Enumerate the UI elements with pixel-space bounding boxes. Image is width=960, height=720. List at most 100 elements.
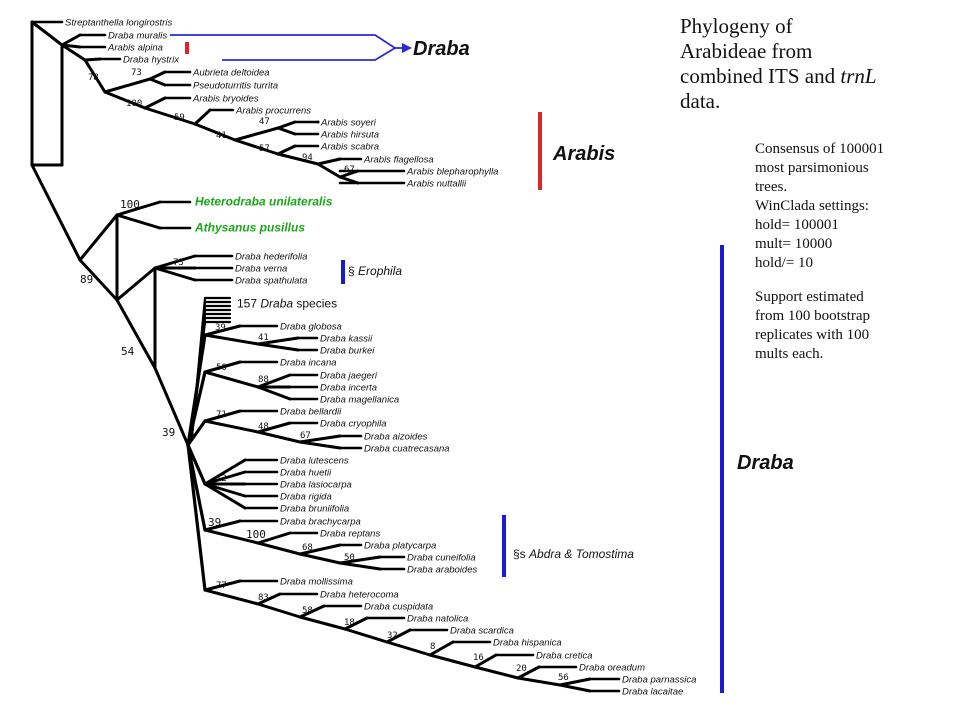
branch <box>153 366 190 447</box>
branch <box>115 298 157 370</box>
taxon-label-draba_aizoides: Draba aizoides <box>364 432 428 443</box>
taxon-label-arabis_hirsuta: Arabis hirsuta <box>320 130 379 141</box>
taxon-label-draba_lasiocarpa: Draba lasiocarpa <box>280 480 352 491</box>
taxon-label-draba_lutescens: Draba lutescens <box>280 456 349 467</box>
taxon-label-draba_reptans: Draba reptans <box>320 529 380 540</box>
branch <box>193 122 237 142</box>
method-notes: Consensus of 100001 most parsimonious tr… <box>755 140 955 364</box>
taxon-label-arabis_flagellosa: Arabis flagellosa <box>363 155 434 166</box>
branch <box>203 482 247 510</box>
branch <box>298 615 347 631</box>
taxon-label-draba_lacaitae: Draba lacaitae <box>622 687 683 698</box>
taxon-label-arabis_soyeri: Arabis soyeri <box>320 118 377 129</box>
branch <box>316 157 342 166</box>
title-line-2: Arabideae from <box>680 39 813 63</box>
branch <box>298 434 342 444</box>
taxon-label-draba_mollissima: Draba mollissima <box>280 577 353 588</box>
branch <box>83 57 102 62</box>
erophila-section-label: § Erophila <box>348 264 402 278</box>
support-n83: 83 <box>258 593 269 603</box>
support-n48: 48 <box>258 422 269 432</box>
taxon-label-draba_hystrix: Draba hystrix <box>123 55 180 66</box>
support-n100c: 100 <box>246 528 266 541</box>
taxon-label-draba_spathulata: Draba spathulata <box>235 276 307 287</box>
support-n68: 68 <box>302 543 313 553</box>
branch <box>343 616 369 631</box>
support-n73b: 73 <box>173 258 184 268</box>
taxon-label-draba_globosa: Draba globosa <box>280 322 342 333</box>
support-n94: 94 <box>302 153 313 163</box>
branch <box>203 333 260 346</box>
branch <box>203 482 247 498</box>
branch <box>203 419 260 434</box>
abdra-prefix: §s <box>513 547 530 561</box>
abdra-blue-bar <box>502 515 506 577</box>
support-n32: 32 <box>387 631 398 641</box>
support-n100b: 100 <box>120 198 140 211</box>
branch <box>298 552 342 565</box>
branch <box>203 588 260 606</box>
branch <box>256 592 282 606</box>
draba-clade-label: Draba <box>737 452 794 474</box>
taxon-label-draba_natolica: Draba natolica <box>407 614 468 625</box>
taxon-label-draba_rigida: Draba rigida <box>280 492 332 503</box>
support-n41a: 41 <box>216 131 227 141</box>
support-n12: 12 <box>216 474 227 484</box>
tree-branches <box>30 20 621 693</box>
branch <box>276 126 297 136</box>
abdra-name: Abdra & Tomostima <box>529 547 634 561</box>
branch <box>233 138 280 156</box>
support-n39c: 39 <box>208 516 221 529</box>
support-n39b: 39 <box>162 426 175 439</box>
branch <box>148 77 167 87</box>
figure-title: Phylogeny of Arabideae from combined ITS… <box>680 14 955 114</box>
taxon-label-draba_platycarpa: Draba platycarpa <box>364 541 436 552</box>
note-support-3: replicates with 100 <box>755 327 870 343</box>
branch <box>203 360 242 374</box>
branch <box>558 683 592 693</box>
taxon-label-draba_hispanica: Draba hispanica <box>493 638 562 649</box>
support-n56: 56 <box>558 673 569 683</box>
support-n89: 89 <box>80 273 93 286</box>
branch <box>60 33 82 47</box>
taxon-label-draba_muralis: Draba muralis <box>108 31 167 42</box>
support-n100a: 100 <box>126 99 142 109</box>
branch <box>276 152 320 166</box>
support-n50a: 50 <box>216 363 227 373</box>
branch <box>103 77 152 94</box>
branch <box>203 519 242 532</box>
support-n73a: 73 <box>131 68 142 78</box>
support-n50b: 50 <box>344 553 355 563</box>
taxon-label-draba_incerta: Draba incerta <box>320 383 377 394</box>
branch <box>298 543 342 556</box>
branch <box>193 108 212 126</box>
taxon-label-draba_burkei: Draba burkei <box>320 346 375 357</box>
taxon-label-species157: 157 Draba species <box>237 297 337 311</box>
support-n88: 88 <box>258 375 269 385</box>
taxon-label-draba_cuspidata: Draba cuspidata <box>364 602 433 613</box>
branch <box>30 20 64 47</box>
branch <box>298 440 342 450</box>
note-hold: hold= 100001 <box>755 217 839 233</box>
taxon-label-draba_bruniifolia: Draba bruniifolia <box>280 504 349 515</box>
taxon-label-draba_araboides: Draba araboides <box>407 565 477 576</box>
support-n39a: 39 <box>215 323 226 333</box>
title-trnl: trnL <box>840 64 877 88</box>
draba-arrow-path <box>170 34 397 61</box>
taxon-label-arabis_bryoides: Arabis bryoides <box>192 94 259 105</box>
branch <box>103 90 147 110</box>
branch <box>256 342 300 352</box>
support-n41b: 41 <box>258 333 269 343</box>
taxon-label-draba_incana: Draba incana <box>280 358 337 369</box>
support-n8: 8 <box>430 642 435 652</box>
taxon-label-draba_kassii: Draba kassii <box>320 334 373 345</box>
taxon-label-draba_scardica: Draba scardica <box>450 626 514 637</box>
branch <box>316 162 342 179</box>
branch <box>203 324 242 337</box>
branch <box>276 144 297 156</box>
arabis-clade-label: Arabis <box>553 143 616 165</box>
taxon-label-streptanthella: Streptanthella longirostris <box>65 18 172 29</box>
taxon-label-draba_cuatrecasana: Draba cuatrecasana <box>364 444 450 455</box>
